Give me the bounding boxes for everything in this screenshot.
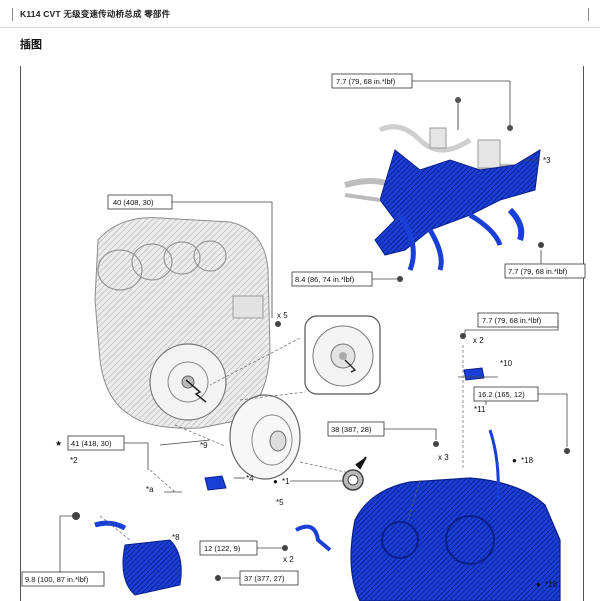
callout-11: *11 — [474, 405, 486, 414]
svg-text:7.7 (79, 68 in.*lbf): 7.7 (79, 68 in.*lbf) — [508, 267, 568, 276]
callout-10: *10 — [500, 359, 513, 368]
torque-spec-t7: 41 (418, 30) — [67, 435, 125, 451]
bolt-icon — [215, 575, 221, 581]
torque-spec-t2: 40 (408, 30) — [107, 194, 173, 210]
engine-assembly — [94, 217, 271, 429]
svg-text:40 (408, 30): 40 (408, 30) — [113, 198, 154, 207]
svg-text:16.2 (165, 12): 16.2 (165, 12) — [478, 390, 525, 399]
bolt-icon — [564, 448, 570, 454]
wire-harness — [344, 97, 541, 271]
svg-text:7.7 (79, 68 in.*lbf): 7.7 (79, 68 in.*lbf) — [482, 316, 542, 325]
bolt-icon — [433, 441, 439, 447]
star-marker: ★ — [55, 439, 62, 448]
page-title: K114 CVT 无级变速传动桥总成 零部件 — [20, 9, 171, 19]
callout-9: *9 — [200, 441, 208, 450]
torque-converter — [229, 394, 301, 480]
torque-spec-t6: 16.2 (165, 12) — [473, 386, 539, 402]
bolt-icon — [460, 333, 466, 339]
section-title: 插图 — [20, 39, 42, 51]
bolt-icon — [72, 512, 80, 520]
bullet-dot: ● — [273, 477, 278, 486]
torque-spec-t10: 9.8 (100, 87 in.*lbf) — [21, 571, 105, 587]
torque-spec-t3: 8.4 (86, 74 in.*lbf) — [291, 271, 373, 287]
svg-text:8.4 (86, 74 in.*lbf): 8.4 (86, 74 in.*lbf) — [295, 275, 355, 284]
torque-spec-t11: 37 (377, 27) — [239, 570, 299, 586]
svg-text:12 (122, 9): 12 (122, 9) — [204, 544, 241, 553]
svg-text:38 (387, 28): 38 (387, 28) — [331, 425, 372, 434]
svg-text:37 (377, 27): 37 (377, 27) — [244, 574, 285, 583]
bolt-icon — [538, 242, 544, 248]
qty-x2-upper: x 2 — [473, 336, 484, 345]
header-right-bar — [588, 8, 589, 21]
illustration-frame — [20, 66, 584, 601]
part-4 — [204, 475, 227, 491]
torque-spec-t8: 38 (387, 28) — [327, 421, 385, 437]
qty-x2-lower: x 2 — [283, 555, 294, 564]
header-divider — [0, 27, 600, 28]
bullet-dot: ● — [512, 456, 517, 465]
callout-1: *1 — [282, 477, 290, 486]
bullet-dot: ● — [536, 580, 541, 589]
cvt-transaxle — [350, 367, 561, 601]
detail-inset — [304, 315, 381, 395]
oil-seal — [342, 456, 367, 491]
header-left-bar — [12, 8, 13, 21]
callout-18-upper: *18 — [521, 456, 534, 465]
starter-motor — [94, 520, 182, 596]
torque-spec-t4: 7.7 (79, 68 in.*lbf) — [504, 263, 586, 279]
bolt-icon — [397, 276, 403, 282]
torque-spec-t9: 12 (122, 9) — [199, 540, 258, 556]
callout-8: *8 — [172, 533, 180, 542]
svg-text:41 (418, 30): 41 (418, 30) — [71, 439, 112, 448]
torque-spec-t1: 7.7 (79, 68 in.*lbf) — [331, 73, 413, 89]
dashed-guides — [99, 337, 464, 541]
part-5 — [295, 524, 332, 552]
bolt-icon — [275, 321, 281, 327]
qty-x3: x 3 — [438, 453, 449, 462]
torque-spec-t5: 7.7 (79, 68 in.*lbf) — [477, 312, 559, 328]
page-header: K114 CVT 无级变速传动桥总成 零部件 — [0, 0, 600, 30]
bolt-icon — [282, 545, 288, 551]
callout-a: *a — [146, 485, 154, 494]
callout-4: *4 — [246, 474, 254, 483]
callout-3: *3 — [543, 156, 551, 165]
callout-5: *5 — [276, 498, 284, 507]
svg-text:7.7 (79, 68 in.*lbf): 7.7 (79, 68 in.*lbf) — [336, 77, 396, 86]
callout-18-lower: *18 — [545, 580, 558, 589]
callout-2: *2 — [70, 456, 78, 465]
qty-x5: x 5 — [277, 311, 288, 320]
svg-text:9.8 (100, 87 in.*lbf): 9.8 (100, 87 in.*lbf) — [25, 575, 89, 584]
